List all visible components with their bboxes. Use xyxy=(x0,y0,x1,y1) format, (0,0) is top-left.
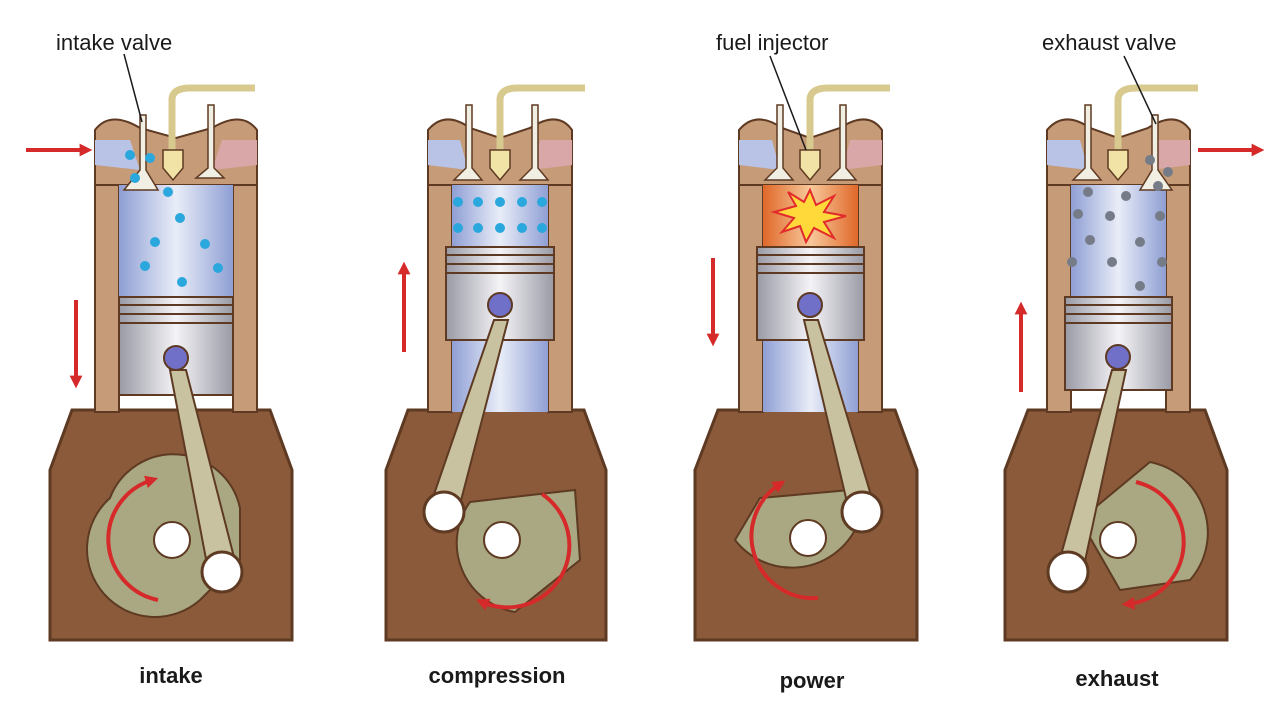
intake-valve-shape xyxy=(1071,104,1103,181)
fresh-air-particles xyxy=(125,150,223,287)
piston xyxy=(1064,296,1173,391)
crank-pin xyxy=(1046,550,1090,594)
fuel-line xyxy=(496,84,585,150)
crank-pin xyxy=(422,490,466,534)
intake-valve-callout: intake valve xyxy=(56,30,172,55)
piston-pin xyxy=(163,345,189,371)
exhaust-valve-callout: exhaust valve xyxy=(1042,30,1177,55)
fuel-line xyxy=(1114,84,1198,150)
fuel-line xyxy=(806,84,890,150)
rotation-arrow xyxy=(106,475,159,602)
intake-valve-leader xyxy=(123,53,143,123)
fuel-line xyxy=(168,84,255,150)
stage-label-compression: compression xyxy=(429,663,566,688)
piston-pin xyxy=(487,292,513,318)
cylinder-wall-right xyxy=(232,149,258,413)
rotation-arrow xyxy=(1121,480,1186,610)
fuel-injector-leader xyxy=(769,55,807,151)
rotation-arrow xyxy=(749,480,819,601)
engine-compression: compression xyxy=(384,84,608,688)
combustion-burst-icon xyxy=(770,187,847,245)
crankshaft xyxy=(483,521,521,559)
combustion-chamber xyxy=(119,185,233,297)
exhaust-port xyxy=(1150,140,1190,170)
intake-port xyxy=(1047,140,1088,170)
exhaust-port xyxy=(842,140,882,170)
exhaust-valve-shape xyxy=(518,104,550,181)
intake-port xyxy=(95,140,140,170)
piston-pin xyxy=(797,292,823,318)
exhaust-port xyxy=(212,140,257,170)
fuel-injector-shape xyxy=(162,149,184,182)
crankshaft xyxy=(789,519,827,557)
cylinder-wall-right xyxy=(1165,149,1191,413)
intake-valve-shape xyxy=(122,114,160,191)
stage-label-power: power xyxy=(780,668,845,693)
fuel-injector-shape xyxy=(1107,149,1129,182)
crank-pin xyxy=(840,490,884,534)
stage-label-intake: intake xyxy=(139,663,203,688)
intake-valve-shape xyxy=(452,104,484,181)
stage-label-exhaust: exhaust xyxy=(1075,666,1159,691)
crankshaft xyxy=(1099,521,1137,559)
intake-port xyxy=(428,140,468,170)
combustion-chamber xyxy=(452,185,548,247)
cylinder-wall-left xyxy=(94,149,120,413)
fuel-injector-callout: fuel injector xyxy=(716,30,829,55)
exhaust-port xyxy=(532,140,572,170)
fuel-injector-shape xyxy=(489,149,511,182)
exhaust-valve-shape xyxy=(1138,114,1174,191)
compressed-air-particles xyxy=(453,197,547,233)
crank-pin xyxy=(200,550,244,594)
exhaust-valve-shape xyxy=(826,104,858,181)
engine-power: fuel injector power xyxy=(693,30,919,693)
crankshaft xyxy=(153,521,191,559)
piston-pin xyxy=(1105,344,1131,370)
exhaust-valve-leader xyxy=(1123,55,1157,125)
exhaust-valve-shape xyxy=(193,104,226,179)
exhaust-gas-particles xyxy=(1067,155,1173,291)
fuel-injector-shape xyxy=(799,149,821,182)
intake-valve-shape xyxy=(763,104,795,181)
engine-intake: intake valve intake xyxy=(26,30,294,688)
intake-port xyxy=(739,140,780,170)
engine-exhaust: exhaust valve exhaust xyxy=(1003,30,1265,691)
rotation-arrow xyxy=(476,492,572,611)
